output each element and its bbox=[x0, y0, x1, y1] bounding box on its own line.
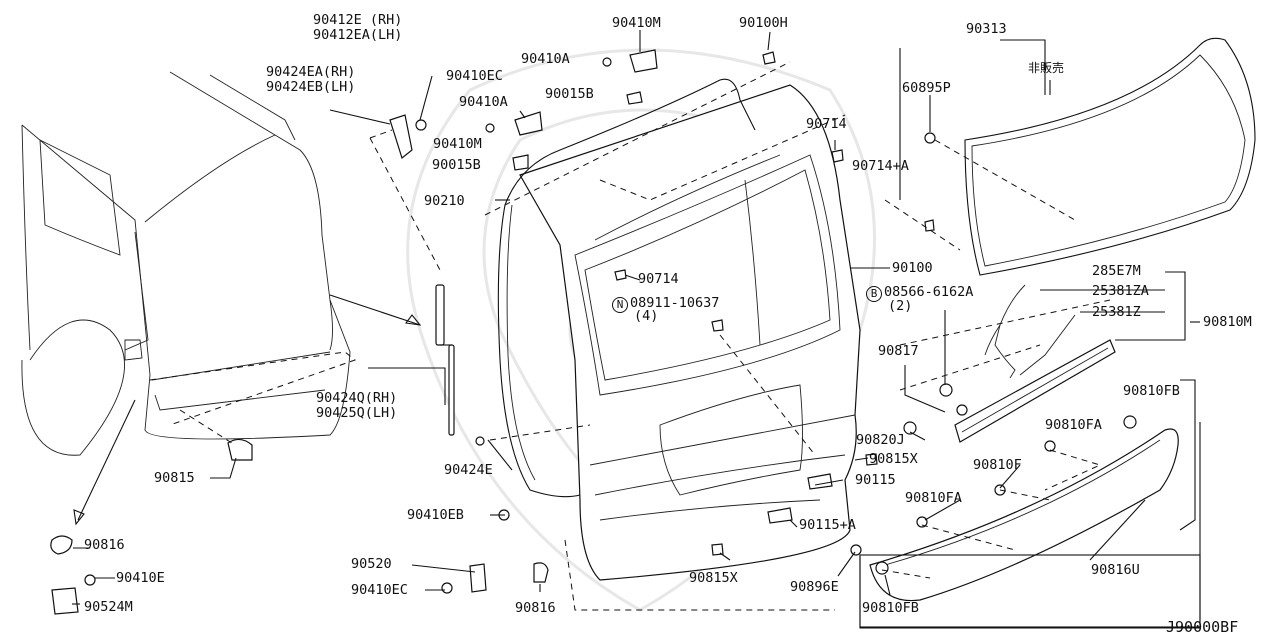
part-label: 90810M bbox=[1203, 314, 1252, 330]
part-label: 90424EA(RH) bbox=[266, 64, 356, 80]
part-label: 90410EC bbox=[351, 582, 408, 598]
part-number: 08566-6162A bbox=[884, 284, 974, 300]
back-window-glass bbox=[964, 37, 1256, 276]
part-label: 25381Z bbox=[1092, 304, 1141, 320]
part-label: 90520 bbox=[351, 556, 392, 572]
part-label: 90817 bbox=[878, 343, 919, 359]
part-label: 90410A bbox=[521, 51, 570, 67]
part-label: 90816 bbox=[84, 537, 125, 553]
part-label: 90714 bbox=[638, 271, 679, 287]
part-label: 90412E (RH) bbox=[313, 12, 403, 28]
part-label: 90810FB bbox=[1123, 383, 1180, 399]
part-label: 90815X bbox=[689, 570, 738, 586]
small-fasteners bbox=[50, 49, 1137, 615]
back-door-finisher bbox=[869, 428, 1179, 602]
part-label: 90810FB bbox=[862, 600, 919, 616]
part-label: 90410EB bbox=[407, 507, 464, 523]
part-label: 90425Q(LH) bbox=[316, 405, 398, 421]
part-label: 90115+A bbox=[799, 517, 856, 533]
part-label: 90424Q(RH) bbox=[316, 390, 398, 406]
nut-symbol-icon: N bbox=[612, 297, 628, 313]
part-label: 90424EB(LH) bbox=[266, 79, 356, 95]
part-label: 90714+A bbox=[852, 158, 909, 174]
part-label: 90410E bbox=[116, 570, 165, 586]
part-label: 90896E bbox=[790, 579, 839, 595]
part-label: 90524M bbox=[84, 599, 133, 615]
part-label: 90100H bbox=[739, 15, 788, 31]
part-label: 90815 bbox=[154, 470, 195, 486]
back-door-panel bbox=[519, 84, 861, 581]
leader-arrow-2 bbox=[77, 399, 136, 521]
weatherstrip bbox=[504, 78, 756, 206]
solid-leaders bbox=[72, 30, 1200, 605]
diagram-code: J90000BF bbox=[1166, 618, 1239, 636]
part-label: 90410A bbox=[459, 94, 508, 110]
part-label: 90115 bbox=[855, 472, 896, 488]
part-label: 90810FA bbox=[905, 490, 962, 506]
part-label: 90810FA bbox=[1045, 417, 1102, 433]
part-label: 90816 bbox=[515, 600, 556, 616]
part-label: 60895P bbox=[902, 80, 951, 96]
part-label: 285E7M bbox=[1092, 263, 1141, 279]
vehicle-body bbox=[21, 71, 351, 456]
part-label: 非販売 bbox=[1028, 61, 1065, 75]
part-label: 90815X bbox=[869, 451, 918, 467]
part-label: 90210 bbox=[424, 193, 465, 209]
dashed-leaders bbox=[149, 61, 1111, 611]
part-label: (2) bbox=[888, 298, 913, 314]
part-label: 90816U bbox=[1091, 562, 1140, 578]
part-label: 25381ZA bbox=[1092, 283, 1149, 299]
leader-arrow-1 bbox=[329, 294, 421, 326]
bolt-symbol-icon: B bbox=[866, 286, 882, 302]
part-label: 90100 bbox=[892, 260, 933, 276]
part-label: 90810F bbox=[973, 457, 1022, 473]
part-label: 90820J bbox=[856, 432, 905, 448]
part-label: 90410M bbox=[433, 136, 482, 152]
gas-stay-strut bbox=[435, 284, 455, 436]
part-number: 08911-10637 bbox=[630, 295, 720, 311]
high-mount-stop-lamp bbox=[954, 339, 1116, 443]
part-label: 90424E bbox=[444, 462, 493, 478]
part-label: 90015B bbox=[432, 157, 481, 173]
part-label: 90412EA(LH) bbox=[313, 27, 403, 43]
part-label: 90714 bbox=[806, 116, 847, 132]
part-label: 90410M bbox=[612, 15, 661, 31]
part-label: 90015B bbox=[545, 86, 594, 102]
part-label: 90313 bbox=[966, 21, 1007, 37]
part-label: (4) bbox=[634, 308, 659, 324]
part-label: 90410EC bbox=[446, 68, 503, 84]
